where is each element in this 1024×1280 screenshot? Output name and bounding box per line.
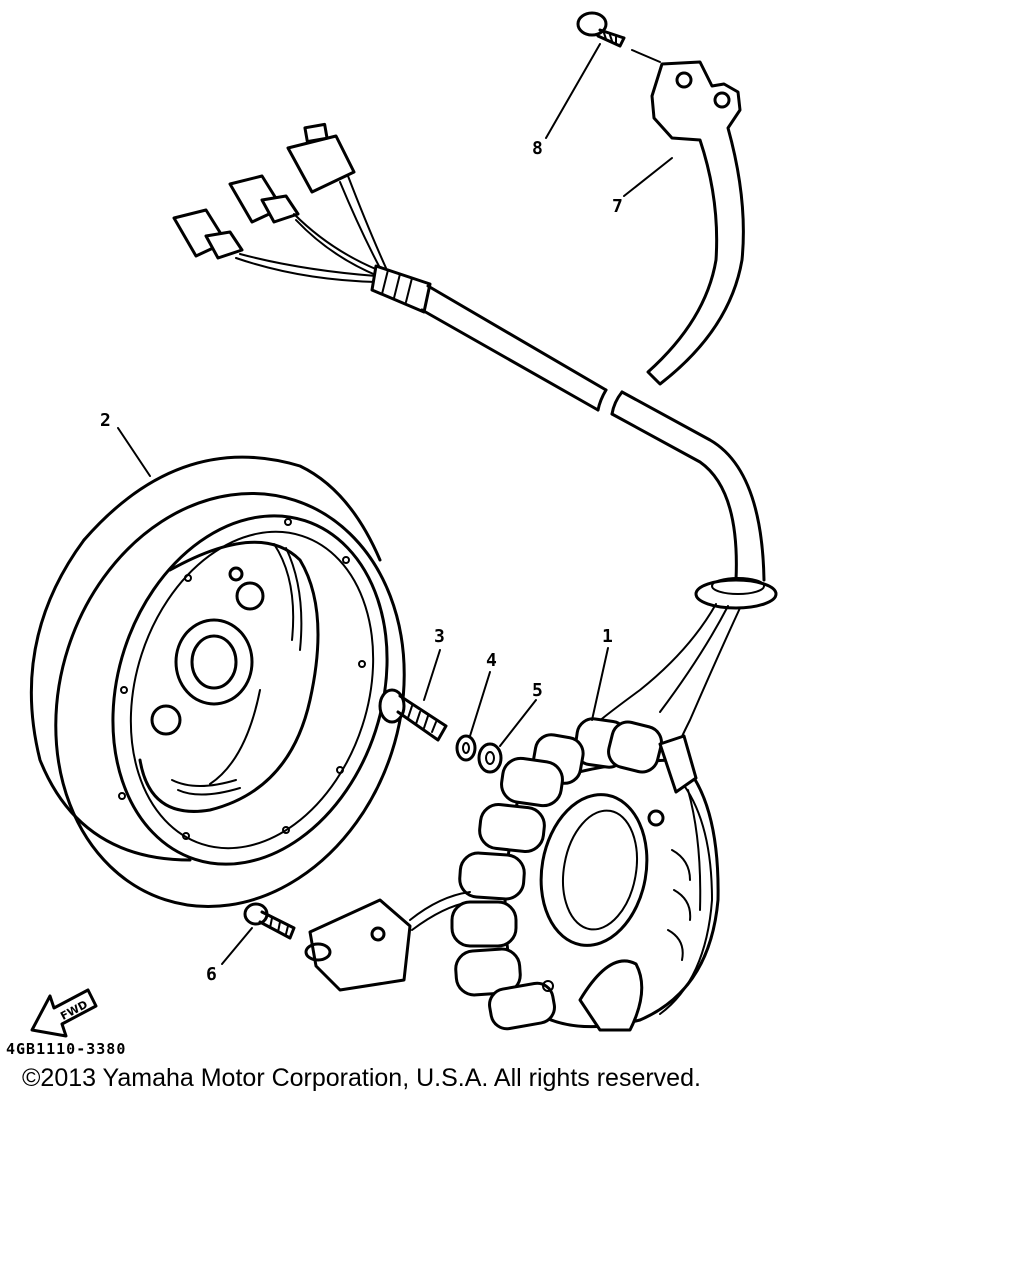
fwd-arrow-icon: FWD [30, 988, 98, 1038]
part-8-bolt [576, 11, 661, 63]
drawing-code: 4GB1110-3380 [6, 1040, 127, 1058]
callout-8: 8 [532, 138, 543, 159]
copyright-notice: ©2013 Yamaha Motor Corporation, U.S.A. A… [22, 1064, 701, 1092]
callout-4: 4 [486, 650, 497, 671]
callout-1: 1 [602, 626, 613, 647]
pickup-coil [304, 898, 412, 992]
part-4-lock-washer [455, 734, 477, 762]
callout-2: 2 [100, 410, 111, 431]
part-2-flywheel-rotor [29, 455, 406, 909]
part-6-screw [243, 902, 296, 940]
part-1-stator-assembly [409, 717, 720, 1032]
callout-7: 7 [612, 196, 623, 217]
leader-lines [117, 43, 673, 965]
part-7-bracket [646, 60, 745, 386]
callout-5: 5 [532, 680, 543, 701]
part-3-bolt [378, 688, 448, 742]
callout-3: 3 [434, 626, 445, 647]
callouts: 8 7 2 3 4 5 1 6 [100, 138, 623, 985]
callout-6: 6 [206, 964, 217, 985]
wire-harness [172, 122, 778, 751]
part-5-washer [477, 742, 503, 774]
